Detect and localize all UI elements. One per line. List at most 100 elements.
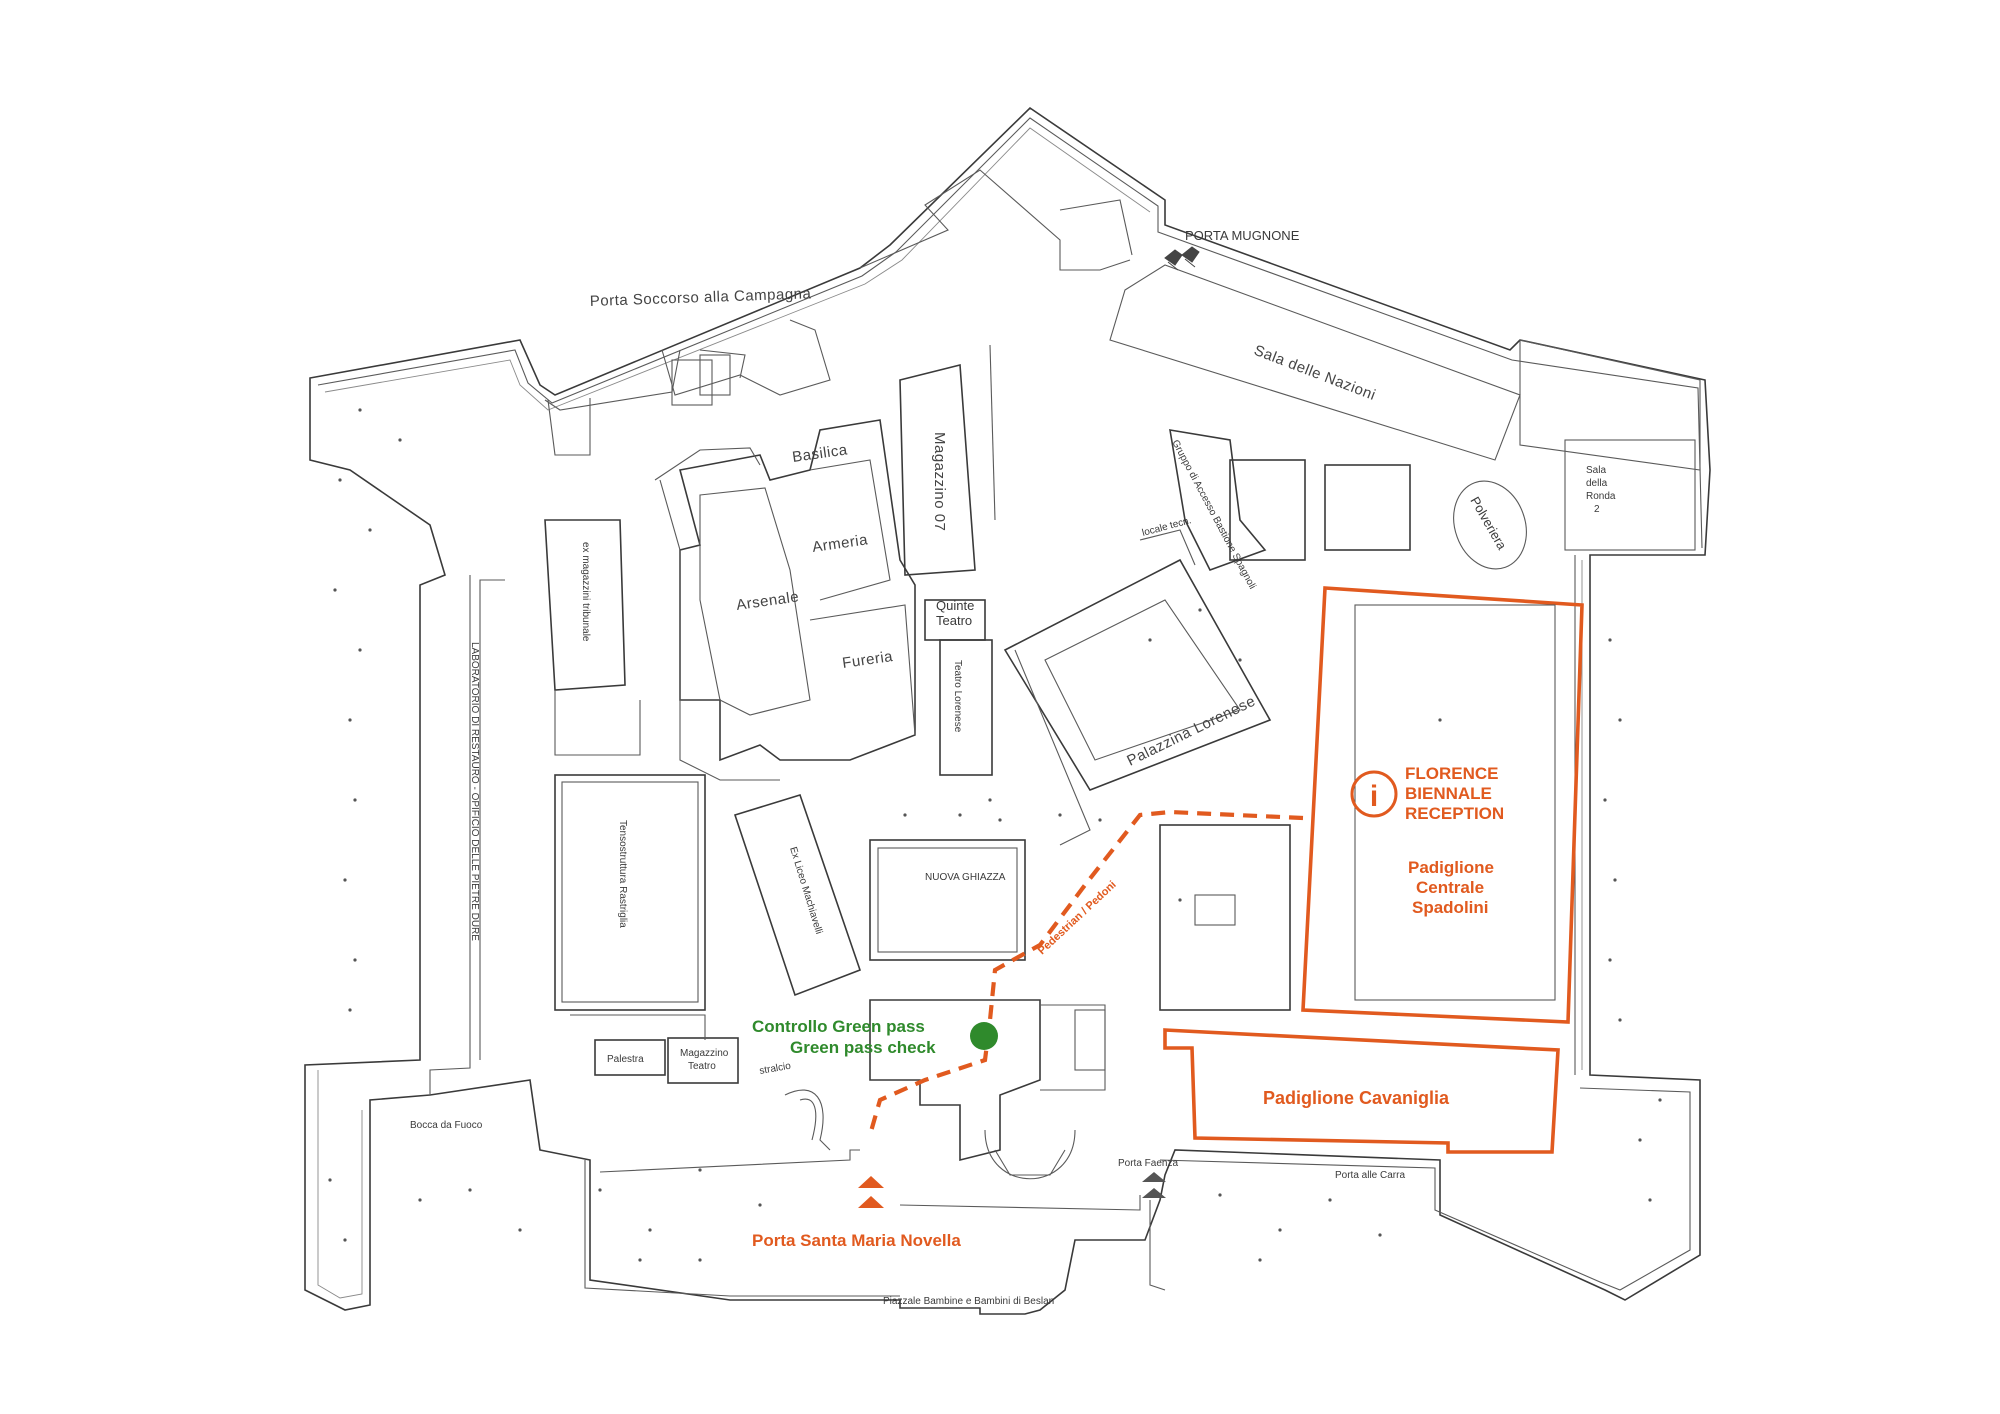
label-sala-ronda-3: Ronda (1586, 491, 1616, 502)
label-fureria: Fureria (841, 648, 894, 672)
label-tensostruttura: Tensostruttura Rastriglia (617, 820, 628, 928)
ground-dot (648, 1228, 652, 1232)
info-icon-glyph: i (1370, 780, 1378, 813)
entrance-arrow-icon (858, 1196, 884, 1208)
label-quinte: Quinte (936, 598, 974, 613)
label-padiglione-centrale-1: Padiglione (1408, 858, 1494, 877)
info-icon: i (1350, 770, 1398, 818)
label-laboratorio: LABORATORIO DI RESTAURO - OPIFICIO DELLE… (469, 642, 480, 941)
ground-dot (328, 1178, 332, 1182)
label-arsenale: Arsenale (735, 588, 800, 614)
label-polveriera: Polveriera (1467, 494, 1510, 553)
ground-dot (1648, 1198, 1652, 1202)
label-palazzina-lorenese: Palazzina Lorenese (1124, 693, 1258, 770)
porta-smn-arrows (858, 1176, 884, 1208)
ground-dot (468, 1188, 472, 1192)
ground-dot (1178, 898, 1182, 902)
highlight-labels: FLORENCE BIENNALE RECEPTION Padiglione C… (752, 764, 1504, 1250)
ground-dot (353, 798, 357, 802)
ground-dot (358, 648, 362, 652)
ground-dot (988, 798, 992, 802)
label-ex-magazzini: ex magazzini tribunale (580, 542, 591, 642)
ground-dot (638, 1258, 642, 1262)
ground-dot (1618, 1018, 1622, 1022)
label-porta-soccorso: Porta Soccorso alla Campagna (590, 285, 812, 310)
label-pedestrian: Pedestrian / Pedoni (1036, 879, 1119, 957)
entrance-arrow-icon (1181, 246, 1200, 268)
porta-mugnone-arrows (1164, 246, 1200, 271)
label-teatro: Teatro (936, 613, 972, 628)
label-magazzino-teatro-1: Magazzino (680, 1048, 729, 1059)
ground-dot (1608, 958, 1612, 962)
label-sala-ronda-1: Sala (1586, 465, 1606, 476)
ground-dot (958, 813, 962, 817)
label-green-pass-1: Controllo Green pass (752, 1017, 925, 1036)
entrance-arrow-icon (858, 1176, 884, 1188)
label-porta-carra: Porta alle Carra (1335, 1170, 1405, 1181)
ground-dot (1618, 718, 1622, 722)
ground-dot (1438, 718, 1442, 722)
top-structures (544, 169, 1701, 570)
ground-dot (343, 1238, 347, 1242)
ground-dot (758, 1203, 762, 1207)
label-ex-liceo: Ex Liceo Machiavelli (787, 846, 824, 936)
entrance-arrow-icon (1164, 249, 1183, 271)
label-porta-mugnone: PORTA MUGNONE (1185, 228, 1300, 243)
green-pass-checkpoint-icon (970, 1022, 998, 1050)
pedestrian-path (867, 809, 1304, 1136)
entrance-arrow-icon (1142, 1188, 1166, 1198)
label-padiglione-centrale-2: Centrale (1416, 878, 1484, 897)
ground-dot (1058, 813, 1062, 817)
ground-dot (343, 878, 347, 882)
label-locale-tecnico: locale tecn. (1141, 515, 1193, 539)
ground-dot (1608, 638, 1612, 642)
ground-dot (1613, 878, 1617, 882)
label-sala-ronda-4: 2 (1594, 504, 1600, 515)
entrance-arrow-icon (1142, 1172, 1166, 1182)
label-padiglione-centrale-3: Spadolini (1412, 898, 1489, 917)
ground-dot (1603, 798, 1607, 802)
ground-dots (328, 408, 1662, 1262)
ground-dot (1378, 1233, 1382, 1237)
padiglione-cavaniglia-outline (1163, 1028, 1560, 1154)
buildings (544, 344, 1411, 1291)
ground-dot (348, 1008, 352, 1012)
ground-dot (398, 438, 402, 442)
ground-dot (903, 813, 907, 817)
ground-dot (333, 588, 337, 592)
label-reception-3: RECEPTION (1405, 804, 1504, 823)
label-green-pass-2: Green pass check (790, 1038, 936, 1057)
ground-dot (338, 478, 342, 482)
ground-dot (1658, 1098, 1662, 1102)
fortress-outer-walls (304, 106, 1711, 1315)
ground-dot (1638, 1138, 1642, 1142)
ground-dot (353, 958, 357, 962)
label-magazzino07: Magazzino 07 (931, 432, 948, 531)
label-basilica: Basilica (791, 441, 849, 466)
label-sala-nazioni: Sala delle Nazioni (1252, 342, 1379, 404)
label-palestra: Palestra (607, 1054, 644, 1065)
ground-dot (1238, 658, 1242, 662)
ground-dot (998, 818, 1002, 822)
ground-dot (1328, 1198, 1332, 1202)
label-teatro-lorenese: Teatro Lorenese (952, 660, 963, 733)
label-porta-smn: Porta Santa Maria Novella (752, 1231, 961, 1250)
label-porta-faenza: Porta Faenza (1118, 1158, 1178, 1169)
label-nuova-ghiacciaia: NUOVA GHIAZZA (925, 872, 1006, 883)
ground-dot (698, 1258, 702, 1262)
label-reception-1: FLORENCE (1405, 764, 1499, 783)
ground-dot (1198, 608, 1202, 612)
ground-dot (418, 1198, 422, 1202)
label-reception-2: BIENNALE (1405, 784, 1492, 803)
ground-dot (1258, 1258, 1262, 1262)
ground-dot (1218, 1193, 1222, 1197)
ground-dot (358, 408, 362, 412)
label-sala-ronda-2: della (1586, 478, 1608, 489)
ground-dot (368, 528, 372, 532)
ground-dot (348, 718, 352, 722)
label-padiglione-cavaniglia: Padiglione Cavaniglia (1263, 1088, 1450, 1108)
ground-dot (598, 1188, 602, 1192)
ground-dot (518, 1228, 522, 1232)
label-stralcio: stralcio (759, 1061, 793, 1077)
